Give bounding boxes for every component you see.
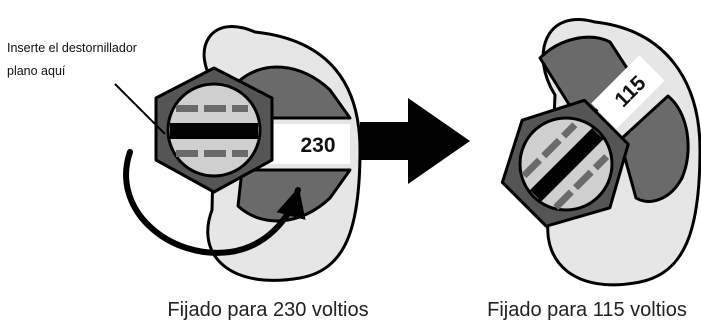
curved-rotation-arrow-icon <box>123 149 306 256</box>
right-voltage-selector: 115 <box>500 18 701 287</box>
left-voltage-label-box <box>270 124 350 164</box>
right-upper-tab <box>538 35 638 124</box>
right-caption: Fijado para 115 voltios <box>487 299 687 321</box>
right-arrow-icon <box>360 98 470 184</box>
right-hex-nut-screw-icon <box>500 98 630 228</box>
right-voltage-label-box <box>591 55 665 129</box>
left-hex-nut-screw-icon <box>154 66 274 194</box>
left-caption: Fijado para 230 voltios <box>167 299 368 321</box>
right-lower-tab <box>618 94 690 203</box>
instruction-label-line1: Inserte el destornillador <box>7 41 137 55</box>
left-voltage-label: 230 <box>300 134 335 157</box>
instruction-label-line2: plano aquí <box>7 64 66 78</box>
left-voltage-selector: 230 Inserte el destornillador plano aquí <box>7 25 362 282</box>
pointer-line-icon <box>114 83 166 135</box>
